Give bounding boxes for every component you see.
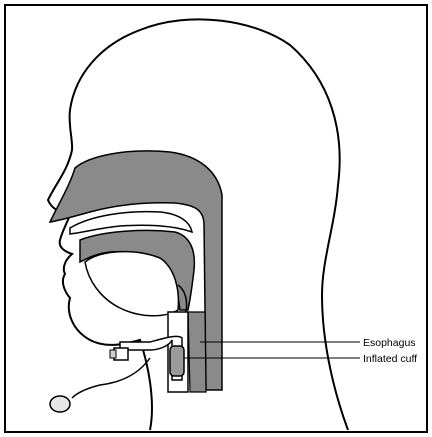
pilot-line [72, 358, 150, 398]
pilot-balloon [50, 396, 70, 412]
inflated-cuff-label: Inflated cuff [363, 353, 417, 365]
inflated-cuff [170, 346, 184, 376]
esophagus-label: Esophagus [363, 337, 416, 349]
tube-connector-end [110, 350, 116, 358]
esophagus-region [188, 312, 206, 392]
tongue [85, 252, 178, 316]
